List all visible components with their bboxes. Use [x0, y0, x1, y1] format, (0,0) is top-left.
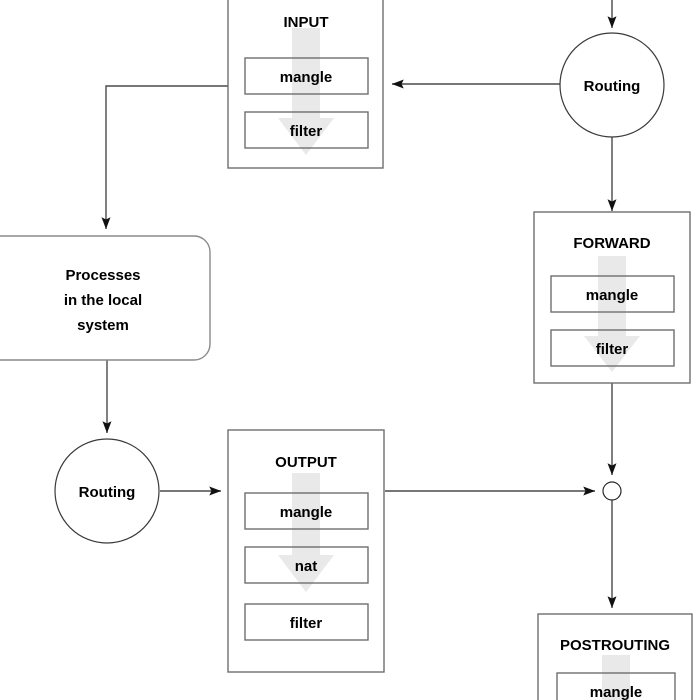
table-label-input-mangle: mangle [280, 69, 333, 86]
routing-top-circle [559, 32, 665, 138]
flow-arrow-graphic-output [278, 473, 334, 592]
table-box-input-filter[interactable] [244, 111, 369, 149]
local-processes-line-2: in the local [64, 292, 142, 309]
merge-junction-circle [602, 481, 622, 501]
table-box-postrouting-mangle[interactable] [556, 672, 676, 700]
local-processes-line-1: Processes [65, 267, 140, 284]
chain-forward-title: FORWARD [573, 235, 650, 252]
table-box-forward-mangle[interactable] [550, 275, 675, 313]
chain-output-title: OUTPUT [275, 454, 337, 471]
chain-postrouting[interactable]: POSTROUTING mangle [537, 613, 693, 700]
table-box-output-filter[interactable] [244, 603, 369, 641]
local-processes-line-3: system [77, 317, 129, 334]
chain-input-title: INPUT [284, 14, 329, 31]
node-routing-bottom[interactable]: Routing [54, 438, 160, 544]
table-label-forward-mangle: mangle [586, 287, 639, 304]
table-label-output-nat: nat [295, 558, 318, 575]
local-processes-box [0, 235, 211, 361]
flow-arrow-graphic-forward [584, 256, 640, 372]
flow-arrow-graphic-postrouting [602, 655, 630, 700]
table-label-output-mangle: mangle [280, 504, 333, 521]
flow-arrow-graphic-input [278, 28, 334, 155]
routing-bottom-label: Routing [79, 484, 136, 501]
local-processes-node[interactable]: Processes in the local system [0, 235, 211, 361]
chain-input[interactable]: INPUT mangle filter [227, 0, 384, 169]
table-box-output-mangle[interactable] [244, 492, 369, 530]
chain-postrouting-title: POSTROUTING [560, 637, 670, 654]
table-box-forward-filter[interactable] [550, 329, 675, 367]
routing-top-label: Routing [584, 78, 641, 95]
table-label-forward-filter: filter [596, 341, 629, 358]
edge-input-to-processes [101, 85, 228, 230]
table-label-output-filter: filter [290, 615, 323, 632]
node-merge-junction[interactable] [602, 481, 622, 501]
routing-bottom-circle [54, 438, 160, 544]
node-routing-top[interactable]: Routing [559, 32, 665, 138]
table-label-input-filter: filter [290, 123, 323, 140]
table-label-postrouting-mangle: mangle [590, 684, 643, 700]
table-box-input-mangle[interactable] [244, 57, 369, 95]
chain-output[interactable]: OUTPUT mangle nat filter [227, 429, 385, 673]
chain-forward[interactable]: FORWARD mangle filter [533, 211, 691, 384]
table-box-output-nat[interactable] [244, 546, 369, 584]
